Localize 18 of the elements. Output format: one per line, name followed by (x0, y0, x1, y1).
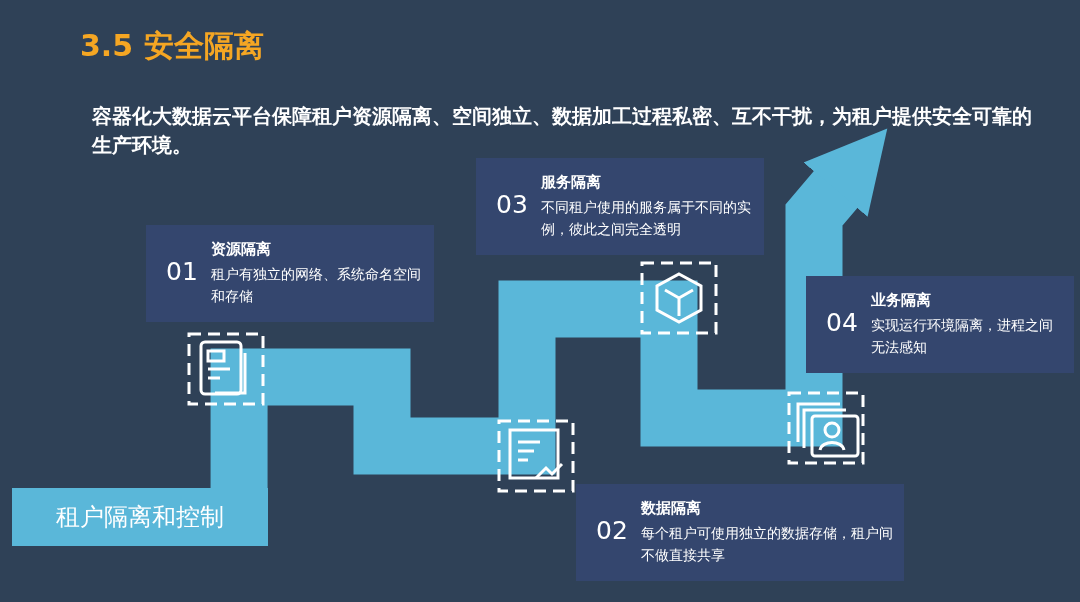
heading: 业务隔离 (871, 291, 931, 310)
base-box: 租户隔离和控制 (12, 488, 268, 546)
description: 每个租户可使用独立的数据存储，租户间不做直接共享 (641, 524, 894, 565)
heading: 资源隔离 (211, 240, 271, 259)
info-box (576, 484, 904, 581)
info-box (806, 276, 1074, 373)
number-label: 03 (496, 190, 528, 219)
heading: 服务隔离 (541, 173, 601, 192)
description: 不同租户使用的服务属于不同的实例，彼此之间完全透明 (541, 198, 752, 239)
number-label: 01 (166, 257, 198, 286)
description: 租户有独立的网络、系统命名空间和存储 (211, 265, 422, 306)
title: 3.5 安全隔离 (80, 27, 264, 65)
number-label: 02 (596, 516, 628, 545)
heading: 数据隔离 (641, 499, 701, 518)
description: 实现运行环境隔离，进程之间无法感知 (871, 316, 1054, 357)
staircase-arrow (210, 128, 888, 488)
number-label: 04 (826, 308, 858, 337)
intro-text: 容器化大数据云平台保障租户资源隔离、空间独立、数据加工过程私密、互不干扰，为租户提供安全可靠的生产环境。 (92, 104, 1033, 159)
